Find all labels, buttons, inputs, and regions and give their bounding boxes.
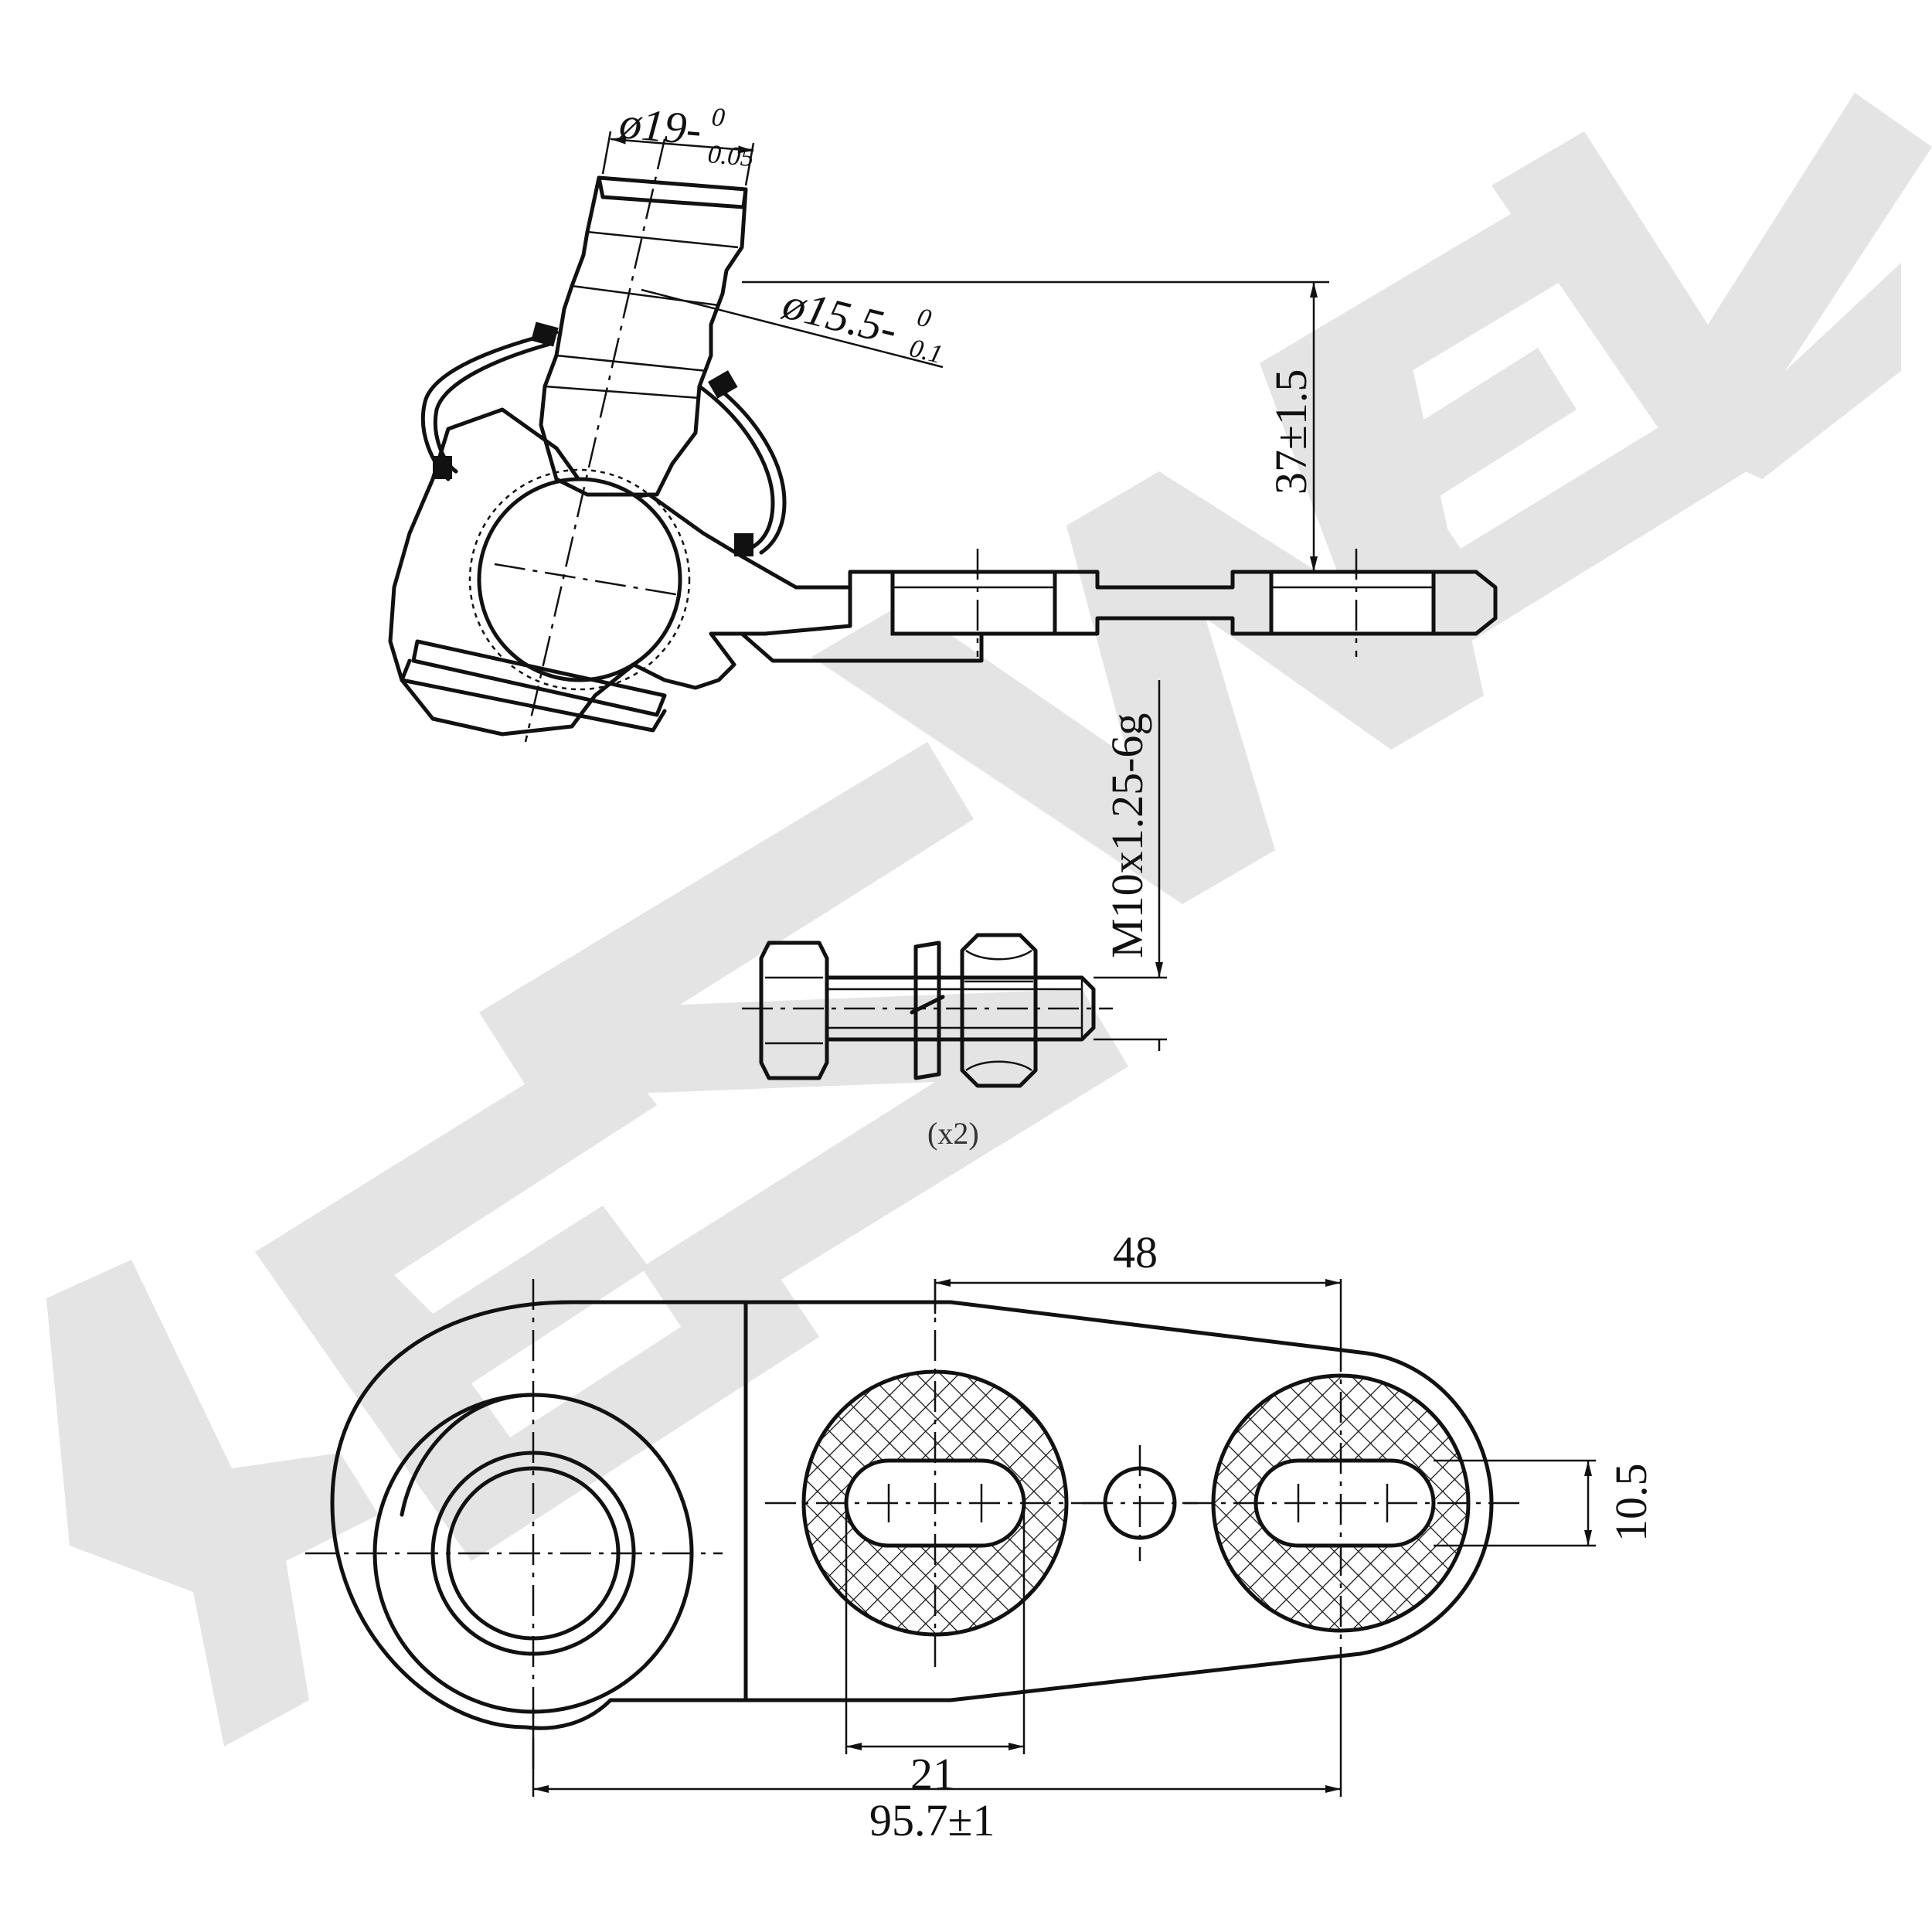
quantity-label: (x2) bbox=[927, 1116, 979, 1151]
dim-height: 37±1.5 bbox=[742, 281, 1329, 572]
dust-boot bbox=[420, 330, 559, 481]
plan-view bbox=[305, 1279, 1522, 1770]
stud-diameter-main: ø19- bbox=[617, 97, 704, 155]
neck-diameter-lower: 0.1 bbox=[906, 334, 945, 369]
hole-spacing-label: 48 bbox=[1113, 1227, 1158, 1277]
spring-washer bbox=[913, 940, 941, 1080]
dim-neck-diameter: ø15.5- 0 0.1 bbox=[641, 277, 945, 369]
dim-thread: M10x1.25-6g bbox=[1094, 680, 1167, 1051]
neck-diameter-upper: 0 bbox=[914, 303, 934, 334]
stud-diameter-lower: 0.05 bbox=[706, 140, 754, 172]
dim-stud-diameter: ø19- 0 0.05 bbox=[601, 97, 755, 186]
neck-diameter-main: ø15.5- bbox=[777, 277, 903, 355]
dim-overall-length: 95.7±1 bbox=[532, 1673, 1342, 1845]
overall-length-label: 95.7±1 bbox=[869, 1795, 995, 1845]
arm-hole-2 bbox=[1269, 570, 1436, 636]
plan-outline bbox=[330, 1300, 1494, 1730]
thread-label: M10x1.25-6g bbox=[1102, 713, 1152, 958]
height-label: 37±1.5 bbox=[1266, 369, 1316, 495]
bottom-plate bbox=[411, 639, 667, 717]
dim-hole-spacing: 48 bbox=[934, 1227, 1342, 1341]
bolt-head bbox=[759, 940, 829, 1080]
slot-length-label: 21 bbox=[910, 1749, 955, 1799]
ball-joint-section-view bbox=[388, 138, 1498, 743]
slot-width-label: 10.5 bbox=[1606, 1464, 1656, 1543]
nut bbox=[960, 933, 1038, 1088]
stud bbox=[539, 175, 748, 497]
arm-hole-1 bbox=[890, 570, 1057, 636]
housing bbox=[388, 407, 852, 736]
stud-diameter-upper: 0 bbox=[710, 103, 726, 132]
dim-slot-width: 10.5 bbox=[1434, 1459, 1656, 1547]
ball bbox=[477, 477, 682, 682]
bolt-assembly bbox=[742, 933, 1113, 1088]
